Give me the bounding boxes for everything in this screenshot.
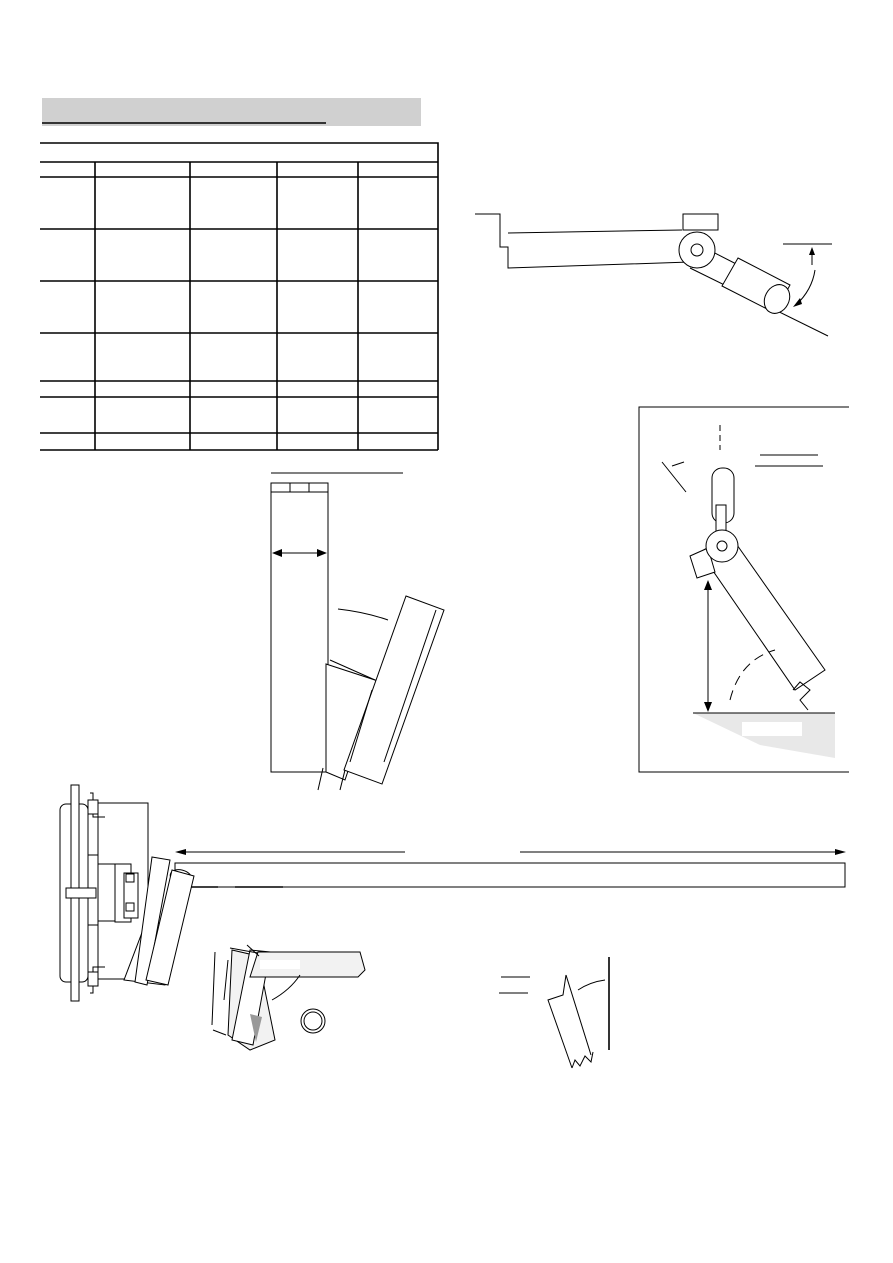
weld-detail-drawing bbox=[211, 944, 366, 1051]
table-row-lines bbox=[40, 161, 438, 451]
section-banner bbox=[42, 98, 421, 126]
spec-table bbox=[40, 142, 439, 451]
post-tilt-drawing bbox=[270, 472, 445, 791]
mount-assembly-drawing bbox=[59, 784, 195, 1002]
banner-background bbox=[42, 98, 421, 126]
length-dimension bbox=[174, 849, 846, 888]
table-outer-border bbox=[40, 142, 439, 450]
hinge-bracket-drawing bbox=[475, 213, 832, 337]
angle-detail-drawing bbox=[499, 957, 610, 1069]
side-view-panel bbox=[638, 406, 849, 773]
table-column-lines bbox=[94, 162, 359, 450]
